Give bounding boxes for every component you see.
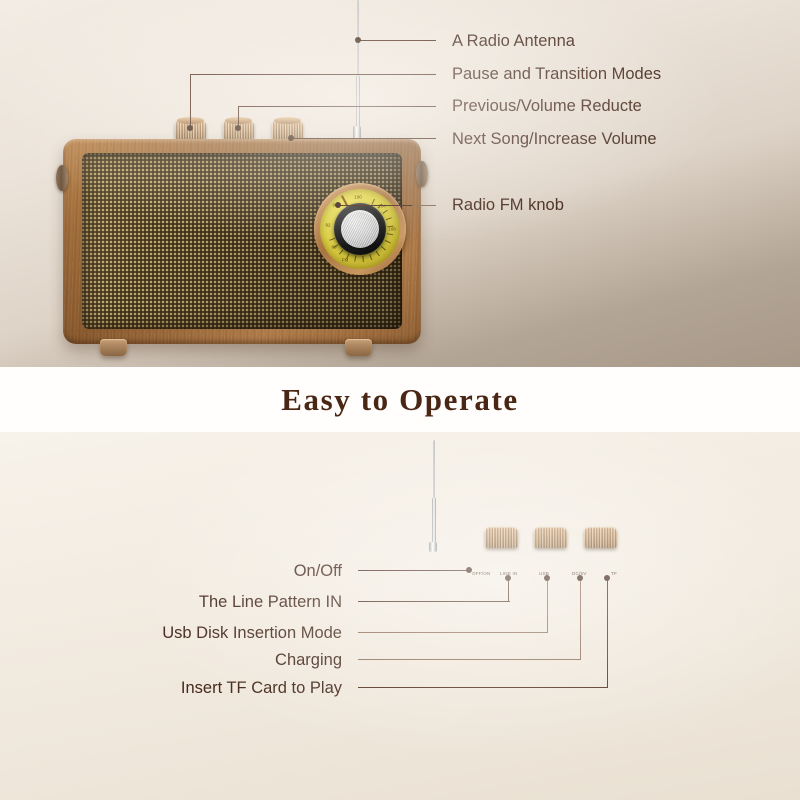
leader-dot-previous <box>235 125 241 131</box>
leader-dot-fm-knob <box>335 202 341 208</box>
side-knob-right[interactable] <box>416 161 428 187</box>
leader-elbow-tf-card <box>607 578 609 688</box>
leader-line-pause <box>190 74 436 76</box>
dial-number: 100 <box>354 194 362 200</box>
leader-line-charging <box>358 659 581 661</box>
leader-line-fm-knob <box>412 205 436 207</box>
radio-foot-right <box>345 339 372 356</box>
port-label-line-in: LINE IN <box>500 571 518 576</box>
leader-dot-charging <box>577 575 583 581</box>
back-antenna-mid <box>432 498 436 546</box>
knob-cap <box>274 117 301 124</box>
leader-line-line-in <box>358 601 510 603</box>
callout-on-off: On/Off <box>293 562 342 580</box>
callout-usb-disk: Usb Disk Insertion Mode <box>162 624 342 642</box>
knob-next-volume-up[interactable] <box>272 117 303 140</box>
back-antenna-base <box>429 542 437 552</box>
leader-dot-on-off <box>466 567 472 573</box>
radio-fm-knob[interactable]: 88 92 96 100 104 108 FM <box>314 183 406 275</box>
radio-front-view: 88 92 96 100 104 108 FM <box>56 139 428 356</box>
side-knob-left[interactable] <box>56 165 68 191</box>
dial-number: 108 <box>388 226 396 232</box>
dial-number: 92 <box>325 222 331 228</box>
dial-tuning-knob[interactable] <box>341 210 379 248</box>
port-label-off-on: OFF/ON <box>472 571 491 576</box>
leader-dot-tf-card <box>604 575 610 581</box>
leader-dot-antenna <box>355 37 361 43</box>
radio-foot-left <box>100 339 127 356</box>
leader-line-on-off <box>358 570 470 572</box>
callout-insert-tf: Insert TF Card to Play <box>180 679 342 697</box>
leader-dot-next <box>288 135 294 141</box>
radio-antenna-mid <box>356 76 360 128</box>
callout-next-volume: Next Song/Increase Volume <box>452 130 657 148</box>
radio-antenna-base <box>353 126 361 140</box>
leader-line-usb <box>358 632 548 634</box>
leader-line-previous <box>238 106 436 108</box>
back-knob-3[interactable] <box>584 527 617 548</box>
dial-band-label: FM <box>341 257 349 263</box>
leader-line-next <box>292 138 436 140</box>
leader-dot-usb <box>544 575 550 581</box>
leader-line-fm-knob-inner <box>340 205 412 207</box>
leader-elbow-line-in <box>508 578 510 602</box>
leader-elbow-usb <box>547 578 549 633</box>
back-knob-1[interactable] <box>485 527 518 548</box>
page-title: Easy to Operate <box>281 381 519 417</box>
leader-line-antenna <box>360 40 436 42</box>
callout-pause-transition: Pause and Transition Modes <box>452 65 662 83</box>
speaker-grille <box>82 153 402 329</box>
leader-elbow-charging <box>580 578 582 660</box>
leader-elbow-pause <box>190 74 192 128</box>
back-knob-2[interactable] <box>534 527 567 548</box>
port-label-dc-5v: DC/5V <box>572 571 587 576</box>
port-label-usb: USB <box>539 571 550 576</box>
leader-dot-line-in <box>505 575 511 581</box>
back-antenna-upper <box>433 440 436 500</box>
bottom-product-panel: OFF/ON LINE IN USB DC/5V TF On/Off The L… <box>0 432 800 800</box>
callout-antenna: A Radio Antenna <box>452 32 575 50</box>
top-product-panel: 88 92 96 100 104 108 FM <box>0 0 800 367</box>
leader-elbow-previous <box>238 106 240 128</box>
port-label-tf: TF <box>611 571 618 576</box>
leader-line-tf-card <box>358 687 608 689</box>
callout-radio-fm-knob: Radio FM knob <box>452 196 564 214</box>
dial-number: 88 <box>331 244 337 250</box>
leader-dot-pause <box>187 125 193 131</box>
callout-previous-volume: Previous/Volume Reducte <box>452 97 642 115</box>
callout-line-pattern: The Line Pattern IN <box>198 593 342 611</box>
callout-charging: Charging <box>275 651 342 669</box>
section-title-band: Easy to Operate <box>0 367 800 432</box>
